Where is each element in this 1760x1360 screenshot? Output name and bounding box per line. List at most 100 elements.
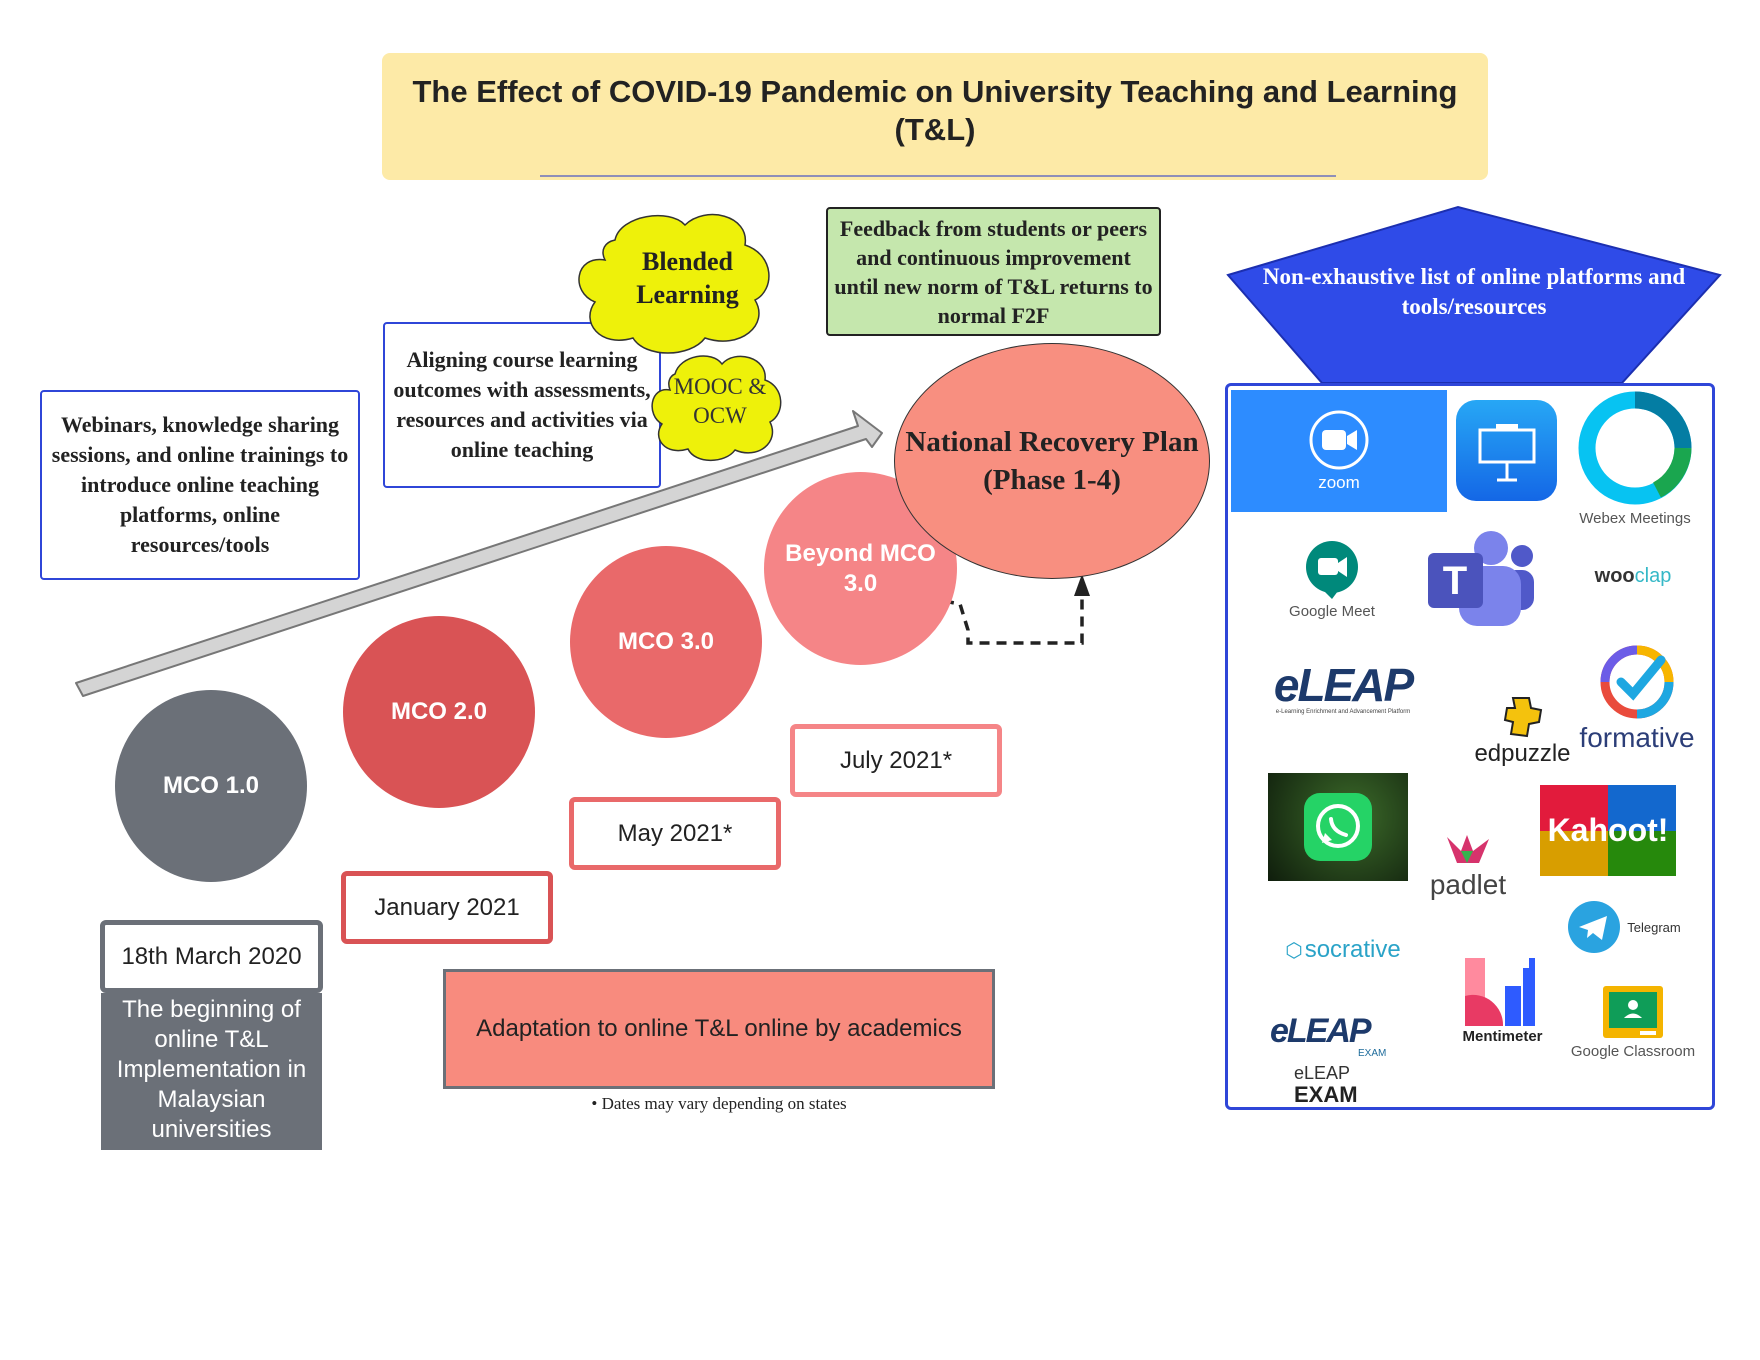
platform-header-pentagon — [1226, 205, 1722, 384]
whatsapp-logo — [1268, 773, 1408, 881]
eleap-exam-line-1: eLEAP — [1294, 1063, 1351, 1083]
blended-learning-label: Blended Learning — [600, 245, 775, 311]
blended-line-1: Blended — [641, 247, 734, 276]
progress-arrow — [75, 410, 883, 697]
blended-learning-cloud — [578, 213, 770, 354]
padlet-icon — [1447, 835, 1489, 863]
socrative-hex-icon: ⬡ — [1285, 939, 1303, 962]
webex-logo: Webex Meetings — [1568, 388, 1702, 528]
telegram-icon — [1568, 901, 1621, 953]
socrative-label: socrative — [1304, 936, 1401, 963]
adaptation-box: Adaptation to online T&L online by acade… — [443, 969, 995, 1089]
platform-header-line-1: Non-exhaustive list of online platforms … — [1262, 264, 1686, 289]
webinars-box: Webinars, knowledge sharing sessions, an… — [40, 390, 360, 580]
edpuzzle-icon — [1503, 697, 1542, 738]
platform-header-line-2: tools/resources — [1401, 294, 1547, 319]
mentimeter-logo: Mentimeter — [1440, 950, 1565, 1050]
presentation-icon — [1456, 400, 1557, 501]
edpuzzle-label: edpuzzle — [1474, 740, 1571, 767]
beginning-text: The beginning of online T&L Implementati… — [116, 996, 307, 1143]
telegram-label: Telegram — [1627, 919, 1681, 935]
eleap-exam-line-2: EXAM — [1294, 1082, 1358, 1107]
zoom-camera-icon — [1309, 410, 1369, 470]
kahoot-label: Kahoot! — [1547, 812, 1669, 848]
eleap-logo: eLEAP e-Learning Enrichment and Advancem… — [1253, 650, 1433, 725]
mooc-cloud — [651, 355, 782, 462]
google-meet-label: Google Meet — [1289, 602, 1375, 620]
webex-icon — [1578, 391, 1692, 504]
podium-icon — [1478, 423, 1535, 481]
socrative-logo: ⬡ socrative — [1268, 930, 1418, 970]
title-banner: The Effect of COVID-19 Pandemic on Unive… — [382, 53, 1488, 180]
nrp-line-2: (Phase 1-4) — [983, 464, 1121, 496]
aligning-text: Aligning course learning outcomes with a… — [393, 347, 651, 462]
date-box-july-2021: July 2021* — [790, 724, 1002, 797]
phase-circle-mco2: MCO 2.0 — [343, 616, 535, 808]
mentimeter-icon — [1464, 957, 1535, 1026]
formative-icon — [1600, 645, 1674, 718]
mooc-line-1: MOOC & — [673, 374, 767, 399]
google-meet-logo: Google Meet — [1272, 530, 1392, 628]
date-box-march-2020: 18th March 2020 — [100, 920, 323, 993]
footnote-text: • Dates may vary depending on states — [591, 1094, 847, 1113]
eleap-exam-tag: EXAM — [1358, 1048, 1387, 1059]
date-box-january-2021: January 2021 — [341, 871, 553, 944]
wooclap-label-b: clap — [1634, 564, 1672, 587]
phase-label: MCO 2.0 — [390, 698, 488, 725]
eleap-wordmark: eLEAP — [1273, 658, 1414, 711]
edpuzzle-logo: edpuzzle — [1455, 690, 1590, 772]
title-line-1: The Effect of COVID-19 Pandemic on Unive… — [412, 74, 1458, 109]
phase-circle-mco3: MCO 3.0 — [570, 546, 762, 738]
teams-letter: T — [1442, 559, 1466, 603]
nrp-line-1: National Recovery Plan — [905, 426, 1199, 458]
telegram-logo: Telegram — [1558, 898, 1690, 956]
google-classroom-label: Google Classroom — [1570, 1042, 1696, 1060]
kahoot-logo: Kahoot! — [1540, 785, 1676, 876]
date-label: May 2021* — [617, 819, 733, 847]
aligning-box: Aligning course learning outcomes with a… — [383, 322, 661, 488]
eleap-exam-logo: eLEAP EXAM eLEAP EXAM — [1260, 1010, 1410, 1110]
mooc-line-2: OCW — [693, 403, 747, 428]
platform-header-label: Non-exhaustive list of online platforms … — [1228, 262, 1720, 322]
title-underline — [540, 175, 1336, 177]
footnote: • Dates may vary depending on states — [443, 1094, 995, 1114]
padlet-logo: padlet — [1418, 820, 1518, 912]
page-title: The Effect of COVID-19 Pandemic on Unive… — [402, 73, 1468, 149]
feedback-text: Feedback from students or peers and cont… — [834, 215, 1153, 328]
zoom-label: zoom — [1318, 473, 1360, 492]
dashed-feedback-arrow — [943, 588, 1084, 645]
teams-logo: T — [1420, 524, 1542, 636]
blended-line-2: Learning — [636, 280, 739, 309]
dashed-arrowhead — [1074, 574, 1090, 596]
google-classroom-icon — [1603, 985, 1663, 1038]
webinars-text: Webinars, knowledge sharing sessions, an… — [51, 412, 349, 557]
phase-label: MCO 1.0 — [162, 772, 260, 799]
adaptation-text: Adaptation to online T&L online by acade… — [476, 1015, 962, 1042]
feedback-box: Feedback from students or peers and cont… — [826, 207, 1161, 336]
whatsapp-icon — [1304, 793, 1372, 861]
padlet-label: padlet — [1429, 869, 1507, 900]
phase-circle-mco1: MCO 1.0 — [115, 690, 307, 882]
zoom-logo: zoom — [1231, 390, 1447, 512]
date-label: July 2021* — [839, 746, 953, 774]
date-label: January 2021 — [374, 893, 520, 921]
webex-label: Webex Meetings — [1579, 509, 1691, 527]
date-label: 18th March 2020 — [121, 942, 302, 970]
wooclap-label-a: woo — [1594, 564, 1635, 587]
teams-icon: T — [1427, 530, 1534, 626]
phase-label-line-1: Beyond MCO — [785, 539, 936, 567]
beginning-box: The beginning of online T&L Implementati… — [101, 993, 322, 1150]
mooc-label: MOOC & OCW — [660, 372, 780, 430]
eleap-tagline: e-Learning Enrichment and Advancement Pl… — [1275, 708, 1411, 715]
formative-label: formative — [1579, 721, 1695, 753]
title-line-2: (T&L) — [894, 112, 976, 147]
eleap-exam-wordmark: eLEAP — [1270, 1012, 1372, 1050]
formative-logo: formative — [1572, 635, 1702, 760]
date-box-may-2021: May 2021* — [569, 797, 781, 870]
mentimeter-label: Mentimeter — [1462, 1027, 1543, 1045]
google-classroom-logo: Google Classroom — [1568, 982, 1698, 1062]
phase-label-line-2: 3.0 — [843, 569, 878, 597]
national-recovery-plan-ellipse: National Recovery Plan (Phase 1-4) — [894, 343, 1210, 579]
